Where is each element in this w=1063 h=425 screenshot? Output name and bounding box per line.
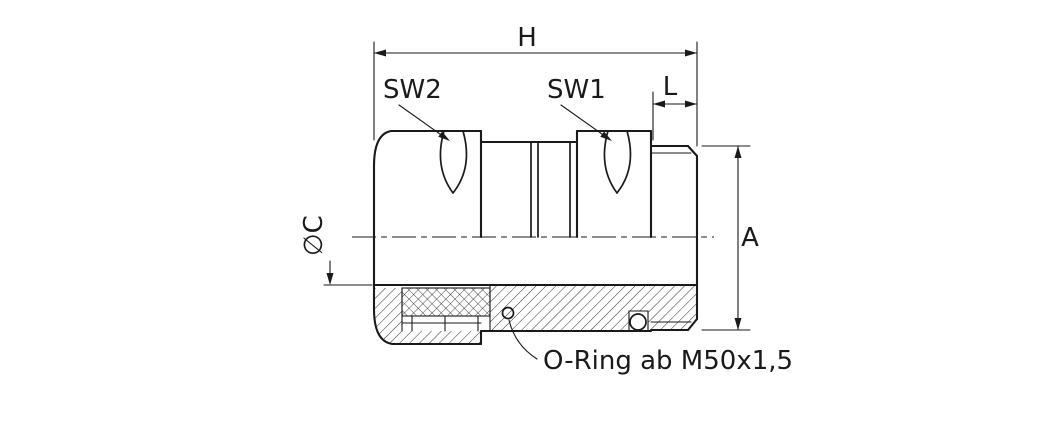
cap-section-hatch bbox=[374, 288, 481, 344]
leader-sw2: SW2 bbox=[383, 75, 450, 141]
dim-label-diameter-c: ∅C bbox=[299, 215, 329, 256]
part-outline-section bbox=[372, 283, 699, 333]
dim-label-sw2: SW2 bbox=[383, 75, 442, 105]
hex-flats-sw1 bbox=[603, 130, 632, 194]
oring-annotation: O-Ring ab M50x1,5 bbox=[543, 346, 793, 376]
leader-sw1: SW1 bbox=[547, 75, 612, 141]
body-section-hatch bbox=[490, 285, 697, 331]
cap-outline bbox=[372, 129, 483, 346]
oring-section bbox=[629, 313, 647, 331]
hex-flats-sw2 bbox=[439, 130, 468, 194]
oring-callout: O-Ring ab M50x1,5 bbox=[508, 319, 793, 376]
dimension-a: A bbox=[701, 145, 759, 331]
dim-label-l: L bbox=[663, 72, 678, 102]
lamella-detail bbox=[401, 315, 482, 332]
dimension-l: L bbox=[652, 72, 698, 141]
dimension-c: ∅C bbox=[299, 215, 373, 286]
dim-label-a: A bbox=[741, 223, 759, 253]
dim-label-h: H bbox=[517, 23, 537, 53]
seal-insert-hatch bbox=[402, 288, 490, 316]
dimension-h: H bbox=[373, 23, 698, 147]
thread-chamfer-bottom bbox=[686, 317, 699, 332]
oring-groove-outline bbox=[628, 310, 649, 332]
dim-label-sw1: SW1 bbox=[547, 75, 606, 105]
seal-ring-section bbox=[501, 306, 515, 320]
thread-chamfer-top bbox=[686, 144, 699, 158]
